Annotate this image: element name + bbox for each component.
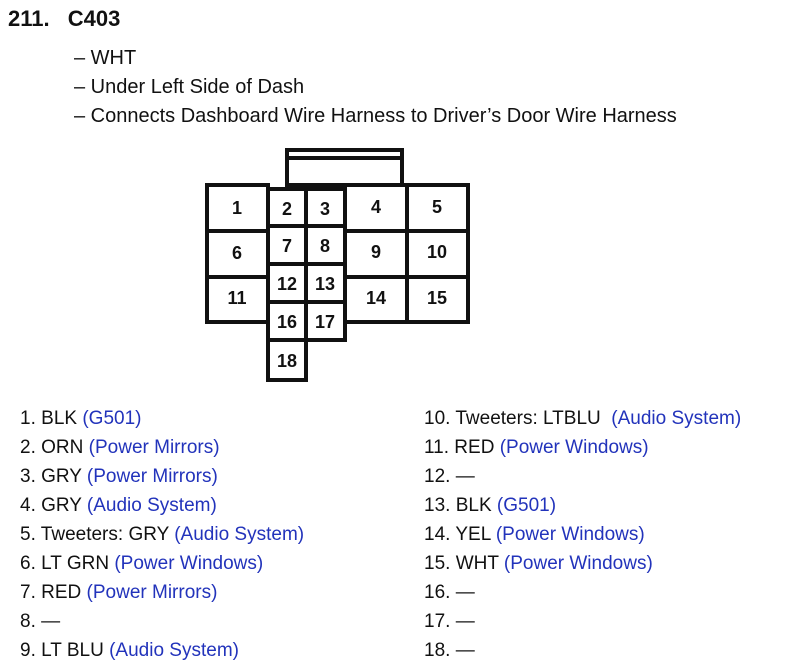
pin-number: 10. <box>424 408 451 429</box>
pin-number: 7. <box>20 582 36 603</box>
pin-system-link[interactable]: (Power Windows) <box>503 553 653 574</box>
pin-row-5: 5. Tweeters: GRY (Audio System) <box>20 520 304 549</box>
pin-label-16: 16 <box>277 312 297 332</box>
detail-color: – WHT <box>74 47 137 69</box>
pin-wire: WHT <box>455 553 499 574</box>
pin-label-6: 6 <box>232 243 242 263</box>
pin-number: 17. <box>424 611 451 632</box>
detail-connects: – Connects Dashboard Wire Harness to Dri… <box>74 105 677 127</box>
pin-number: 6. <box>20 553 36 574</box>
pin-number: 1. <box>20 408 36 429</box>
pin-row-18: 18. — <box>424 636 741 665</box>
pin-wire: RED <box>454 437 495 458</box>
pin-system-link[interactable]: (Audio System) <box>174 524 305 545</box>
pin-number: 9. <box>20 640 36 661</box>
bottom-cell <box>266 338 308 382</box>
pin-number: 12. <box>424 466 451 487</box>
pin-wire: ORN <box>41 437 84 458</box>
pin-wire: GRY <box>41 466 82 487</box>
pin-wire: — <box>455 640 475 661</box>
pin-label-8: 8 <box>320 236 330 256</box>
pin-label-2: 2 <box>282 199 292 219</box>
pin-row-16: 16. — <box>424 578 741 607</box>
pin-wire: RED <box>41 582 82 603</box>
pin-list-left: 1. BLK (G501) 2. ORN (Power Mirrors) 3. … <box>20 404 304 665</box>
pin-system-link[interactable]: (Power Windows) <box>499 437 649 458</box>
pin-label-9: 9 <box>371 242 381 262</box>
connector-lock-tab-outer <box>285 148 404 187</box>
pin-row-12: 12. — <box>424 462 741 491</box>
pin-row-6: 6. LT GRN (Power Windows) <box>20 549 304 578</box>
pin-label-4: 4 <box>371 197 381 217</box>
pin-label-10: 10 <box>427 242 447 262</box>
pin-label-12: 12 <box>277 274 297 294</box>
pin-row-7: 7. RED (Power Mirrors) <box>20 578 304 607</box>
pin-system-link[interactable]: (Power Mirrors) <box>86 466 218 487</box>
pin-system-link[interactable]: (Power Mirrors) <box>88 437 220 458</box>
pin-number: 11. <box>424 437 450 458</box>
pin-wire: Tweeters: GRY <box>40 524 169 545</box>
pin-system-link[interactable]: (Audio System) <box>611 408 742 429</box>
connector-diagram: 1 2 3 4 5 6 7 8 9 10 11 12 13 14 15 16 1… <box>200 145 480 390</box>
detail-location: – Under Left Side of Dash <box>74 76 305 98</box>
pin-number: 3. <box>20 466 36 487</box>
pin-label-18: 18 <box>277 351 297 371</box>
pin-row-9: 9. LT BLU (Audio System) <box>20 636 304 665</box>
pin-label-3: 3 <box>320 199 330 219</box>
pin-wire: BLK <box>455 495 492 516</box>
pin-wire: BLK <box>41 408 78 429</box>
pin-wire: LT BLU <box>41 640 104 661</box>
pin-wire: Tweeters: LTBLU <box>455 408 601 429</box>
pin-label-13: 13 <box>315 274 335 294</box>
pin-row-3: 3. GRY (Power Mirrors) <box>20 462 304 491</box>
pin-row-11: 11. RED (Power Windows) <box>424 433 741 462</box>
pin-wire: — <box>455 582 475 603</box>
pin-row-4: 4. GRY (Audio System) <box>20 491 304 520</box>
connector-face: 1 2 3 4 5 6 7 8 9 10 11 12 13 14 15 16 1… <box>205 148 470 382</box>
pin-row-13: 13. BLK (G501) <box>424 491 741 520</box>
pin-row-8: 8. — <box>20 607 304 636</box>
pin-label-7: 7 <box>282 236 292 256</box>
pin-wire: — <box>455 611 475 632</box>
pin-list-right: 10. Tweeters: LTBLU (Audio System) 11. R… <box>424 404 741 665</box>
connector-heading: 211. C403 <box>8 6 120 32</box>
pin-wire: LT GRN <box>41 553 110 574</box>
pin-number: 8. <box>20 611 36 632</box>
pin-number: 16. <box>424 582 451 603</box>
pin-system-link[interactable]: (G501) <box>496 495 557 516</box>
pin-label-1: 1 <box>232 198 242 218</box>
pin-system-link[interactable]: (G501) <box>82 408 142 429</box>
pin-row-1: 1. BLK (G501) <box>20 404 304 433</box>
pin-label-5: 5 <box>432 197 442 217</box>
pin-number: 14. <box>424 524 451 545</box>
pin-label-11: 11 <box>227 288 246 308</box>
pin-number: 18. <box>424 640 451 661</box>
pin-system-link[interactable]: (Power Mirrors) <box>86 582 218 603</box>
pin-wire: GRY <box>41 495 82 516</box>
pin-number: 15. <box>424 553 451 574</box>
pin-number: 13. <box>424 495 451 516</box>
pin-wire: — <box>455 466 475 487</box>
pin-system-link[interactable]: (Power Windows) <box>114 553 264 574</box>
pin-row-14: 14. YEL (Power Windows) <box>424 520 741 549</box>
pin-row-17: 17. — <box>424 607 741 636</box>
heading-code: C403 <box>67 6 121 31</box>
pin-label-15: 15 <box>427 288 447 308</box>
pin-system-link[interactable]: (Audio System) <box>86 495 217 516</box>
pin-row-15: 15. WHT (Power Windows) <box>424 549 741 578</box>
pin-label-14: 14 <box>366 288 386 308</box>
pin-row-10: 10. Tweeters: LTBLU (Audio System) <box>424 404 741 433</box>
pin-number: 4. <box>20 495 36 516</box>
pin-wire: — <box>41 611 61 632</box>
connector-details: – WHT – Under Left Side of Dash – Connec… <box>74 44 677 131</box>
pin-row-2: 2. ORN (Power Mirrors) <box>20 433 304 462</box>
pin-system-link[interactable]: (Audio System) <box>109 640 239 661</box>
pin-label-17: 17 <box>315 312 335 332</box>
pin-number: 5. <box>20 524 36 545</box>
heading-number: 211. <box>8 6 50 31</box>
pin-system-link[interactable]: (Power Windows) <box>495 524 645 545</box>
pin-wire: YEL <box>455 524 491 545</box>
pin-number: 2. <box>20 437 36 458</box>
